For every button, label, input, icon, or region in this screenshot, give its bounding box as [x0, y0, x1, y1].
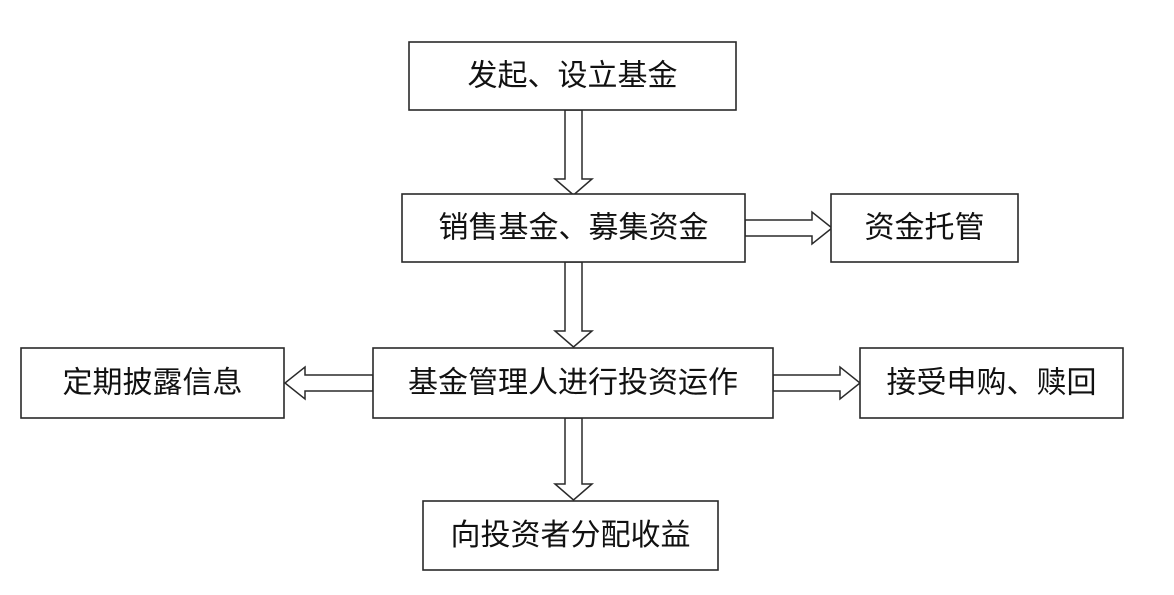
node-sell-raise-funds-label: 销售基金、募集资金 — [439, 211, 709, 246]
arrow-operate-to-subscribe — [772, 365, 862, 401]
node-fund-custody-label: 资金托管 — [865, 211, 985, 246]
arrow-sell-to-operate — [552, 261, 595, 348]
node-manager-operation: 基金管理人进行投资运作 — [372, 347, 774, 419]
arrow-establish-to-sell — [552, 109, 595, 196]
node-disclose-info-label: 定期披露信息 — [63, 366, 243, 401]
arrow-operate-to-distribute — [552, 417, 595, 501]
node-distribute-income: 向投资者分配收益 — [422, 500, 719, 571]
node-fund-custody: 资金托管 — [830, 193, 1019, 263]
node-disclose-info: 定期披露信息 — [20, 347, 285, 419]
arrow-operate-to-disclose — [283, 365, 374, 401]
node-establish-fund: 发起、设立基金 — [408, 41, 737, 111]
node-subscribe-redeem-label: 接受申购、赎回 — [887, 366, 1097, 401]
node-distribute-income-label: 向投资者分配收益 — [451, 518, 691, 553]
node-establish-fund-label: 发起、设立基金 — [468, 59, 678, 94]
arrow-sell-to-custody — [744, 210, 834, 246]
node-sell-raise-funds: 销售基金、募集资金 — [401, 193, 746, 263]
node-manager-operation-label: 基金管理人进行投资运作 — [408, 366, 738, 401]
node-subscribe-redeem: 接受申购、赎回 — [859, 347, 1124, 419]
